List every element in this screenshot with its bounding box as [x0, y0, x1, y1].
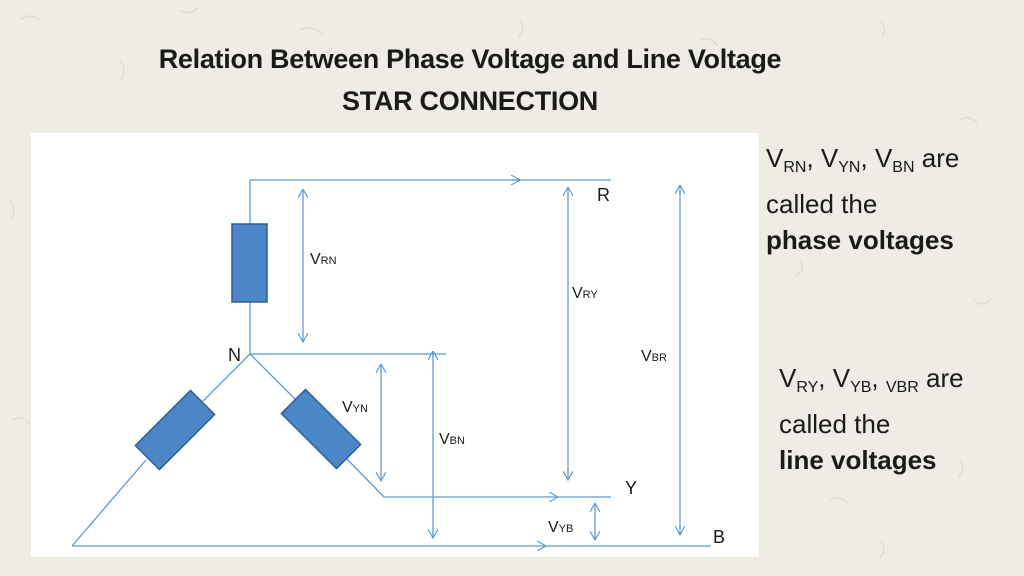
r-phase-winding — [231, 223, 268, 303]
node-label-n: N — [228, 345, 241, 365]
label-vrn: VRN — [310, 251, 337, 268]
y-branch-wire-1 — [249, 353, 297, 401]
star-connection-diagram: R N Y B VRN VRY VBR VYN VBN VYB — [31, 133, 759, 557]
y-branch-wire-2 — [345, 457, 385, 498]
b-branch-wire-1 — [202, 353, 251, 402]
label-vyb: VYB — [548, 519, 573, 536]
node-label-y: Y — [625, 478, 637, 498]
line-voltages-term: line voltages — [779, 445, 937, 475]
label-vbn: VBN — [439, 431, 465, 448]
b-phase-winding — [134, 389, 216, 471]
node-label-r: R — [597, 185, 610, 205]
phase-voltages-called: called the — [766, 189, 878, 219]
phase-voltages-note: VRN, VYN, VBN are called the phase volta… — [766, 140, 959, 258]
y-phase-winding — [280, 388, 362, 470]
line-voltages-called: called the — [779, 409, 891, 439]
node-label-b: B — [713, 527, 725, 547]
label-vbr: VBR — [641, 348, 667, 365]
b-branch-wire-2 — [71, 459, 147, 547]
label-vyn: VYN — [342, 399, 368, 416]
r-line-wire — [249, 179, 520, 224]
phase-voltages-term: phase voltages — [766, 225, 954, 255]
phase-voltages-symbols: VRN, VYN, VBN are — [766, 143, 960, 176]
line-voltages-symbols: VRY, VYB, VBR are — [779, 363, 964, 396]
line-voltages-note: VRY, VYB, VBR are called the line voltag… — [779, 360, 964, 478]
label-vry: VRY — [572, 285, 598, 302]
slide-title: Relation Between Phase Voltage and Line … — [158, 44, 782, 74]
circuit-svg: R N Y B VRN VRY VBR VYN VBN VYB — [71, 133, 725, 557]
slide-subtitle: STAR CONNECTION — [342, 86, 598, 116]
